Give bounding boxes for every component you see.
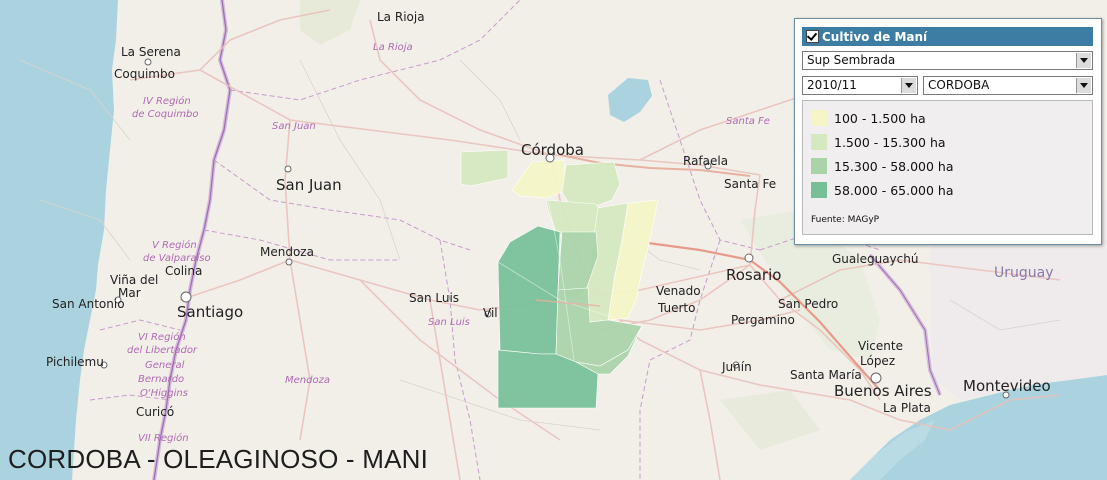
label-mendoza-city: Mendoza	[260, 245, 314, 259]
label-rosario[interactable]: Rosario	[726, 266, 782, 284]
legend-item: 58.000 - 65.000 ha	[811, 181, 954, 199]
department-rio-primero[interactable]	[561, 161, 621, 207]
rio-de-la-plata	[850, 375, 1107, 480]
variable-select[interactable]: Sup Sembrada	[802, 51, 1093, 70]
label-v-region: V Región	[152, 240, 197, 251]
legend: 100 - 1.500 ha 1.500 - 15.300 ha 15.300 …	[802, 100, 1093, 235]
rafaela-marker	[704, 162, 712, 170]
legend-label: 15.300 - 58.000 ha	[834, 158, 954, 174]
label-iv-region: IV Región	[143, 96, 191, 107]
layer-title: Cultivo de Maní	[822, 29, 928, 44]
legend-item: 1.500 - 15.300 ha	[811, 133, 946, 151]
label-san-pedro: San Pedro	[778, 297, 839, 311]
layer-visibility-checkbox[interactable]	[806, 30, 819, 43]
label-vil: Vil	[483, 306, 498, 320]
san-antonio-marker	[114, 296, 122, 304]
label-santa-fe-province: Santa Fe	[726, 116, 770, 127]
label-la-rioja-province: La Rioja	[373, 42, 413, 53]
chevron-down-icon[interactable]	[901, 78, 916, 93]
label-de-valparaiso: de Valparaíso	[143, 253, 211, 264]
la-serena-marker	[144, 58, 152, 66]
label-general: General	[145, 360, 185, 371]
label-venado: Venado	[656, 284, 701, 298]
label-santa-fe-city: Santa Fe	[724, 177, 777, 191]
label-san-juan-province: San Juan	[272, 121, 316, 132]
label-mar: Mar	[118, 286, 141, 300]
label-la-rioja-city: La Rioja	[377, 10, 425, 24]
label-pergamino: Pergamino	[731, 313, 795, 327]
legend-label: 58.000 - 65.000 ha	[834, 182, 954, 198]
label-pichilemu: Pichilemu	[46, 355, 104, 369]
label-san-luis-city: San Luis	[409, 291, 460, 305]
layer-control-panel: Cultivo de Maní Sup Sembrada 2010/11 COR…	[794, 18, 1102, 245]
label-coquimbo: Coquimbo	[114, 67, 175, 81]
legend-label: 1.500 - 15.300 ha	[834, 134, 946, 150]
label-vi-region: VI Región	[138, 332, 186, 343]
label-vii-region: VII Región	[138, 433, 189, 444]
label-gualeguaychu: Gualeguaychú	[832, 252, 919, 266]
layer-header[interactable]: Cultivo de Maní	[802, 27, 1093, 46]
label-bernardo: Bernardo	[138, 374, 185, 385]
label-junin: Junín	[722, 360, 752, 374]
chevron-down-icon[interactable]	[1076, 78, 1091, 93]
legend-swatch	[811, 110, 827, 126]
label-san-juan-city: San Juan	[276, 176, 342, 194]
pacific-ocean	[0, 0, 118, 480]
legend-label: 100 - 1.500 ha	[834, 110, 926, 126]
pichilemu-marker	[100, 361, 108, 369]
label-curico: Curicó	[136, 405, 175, 419]
label-montevideo[interactable]: Montevideo	[963, 377, 1051, 395]
season-select[interactable]: 2010/11	[802, 76, 918, 95]
label-la-plata: La Plata	[883, 401, 931, 415]
department-roque-saenz-pena[interactable]	[575, 325, 643, 375]
province-select[interactable]: CORDOBA	[923, 76, 1093, 95]
label-santa-maria: Santa María	[790, 368, 862, 382]
label-la-serena: La Serena	[121, 45, 181, 59]
province-select-value: CORDOBA	[928, 78, 990, 92]
san-juan-marker	[284, 165, 292, 173]
department-calamuchita-west[interactable]	[460, 149, 509, 187]
label-ohiggins: O'Higgins	[140, 388, 188, 399]
mendoza-marker	[285, 258, 293, 266]
montevideo-marker	[1002, 391, 1010, 399]
label-tuerto: Tuerto	[658, 301, 696, 315]
mar-chiquita-lake	[608, 78, 652, 122]
label-buenos-aires[interactable]: Buenos Aires	[834, 382, 932, 400]
label-mendoza-province: Mendoza	[285, 375, 330, 386]
label-santiago[interactable]: Santiago	[177, 303, 244, 321]
map-title: CORDOBA - OLEAGINOSO - MANI	[8, 444, 429, 474]
department-colon[interactable]	[511, 159, 567, 199]
data-source: Fuente: MAGyP	[811, 215, 880, 225]
variable-select-value: Sup Sembrada	[807, 53, 896, 67]
label-del-libertador: del Libertador	[127, 345, 198, 356]
santiago-marker[interactable]	[180, 291, 192, 303]
legend-swatch	[811, 182, 827, 198]
label-vicente: Vicente	[858, 339, 903, 353]
label-vina-del: Viña del	[110, 273, 159, 287]
season-select-value: 2010/11	[807, 78, 857, 92]
label-uruguay: Uruguay	[994, 265, 1054, 281]
junin-marker	[732, 361, 740, 369]
legend-item: 100 - 1.500 ha	[811, 109, 926, 127]
legend-swatch	[811, 134, 827, 150]
label-cordoba-city[interactable]: Córdoba	[521, 141, 584, 159]
label-lopez: López	[860, 354, 896, 368]
san-luis-marker	[484, 310, 492, 318]
rosario-marker[interactable]	[744, 253, 754, 263]
label-san-antonio: San Antonio	[52, 297, 125, 311]
label-rafaela: Rafaela	[683, 154, 729, 168]
label-colina: Colina	[165, 264, 203, 278]
legend-swatch	[811, 158, 827, 174]
legend-item: 15.300 - 58.000 ha	[811, 157, 954, 175]
chevron-down-icon[interactable]	[1076, 53, 1091, 68]
label-de-coquimbo: de Coquimbo	[132, 109, 199, 120]
buenos-aires-marker[interactable]	[870, 372, 882, 384]
label-san-luis-province: San Luis	[428, 317, 470, 328]
cordoba-marker[interactable]	[545, 153, 555, 163]
cordoba-choropleth[interactable]	[460, 149, 659, 409]
